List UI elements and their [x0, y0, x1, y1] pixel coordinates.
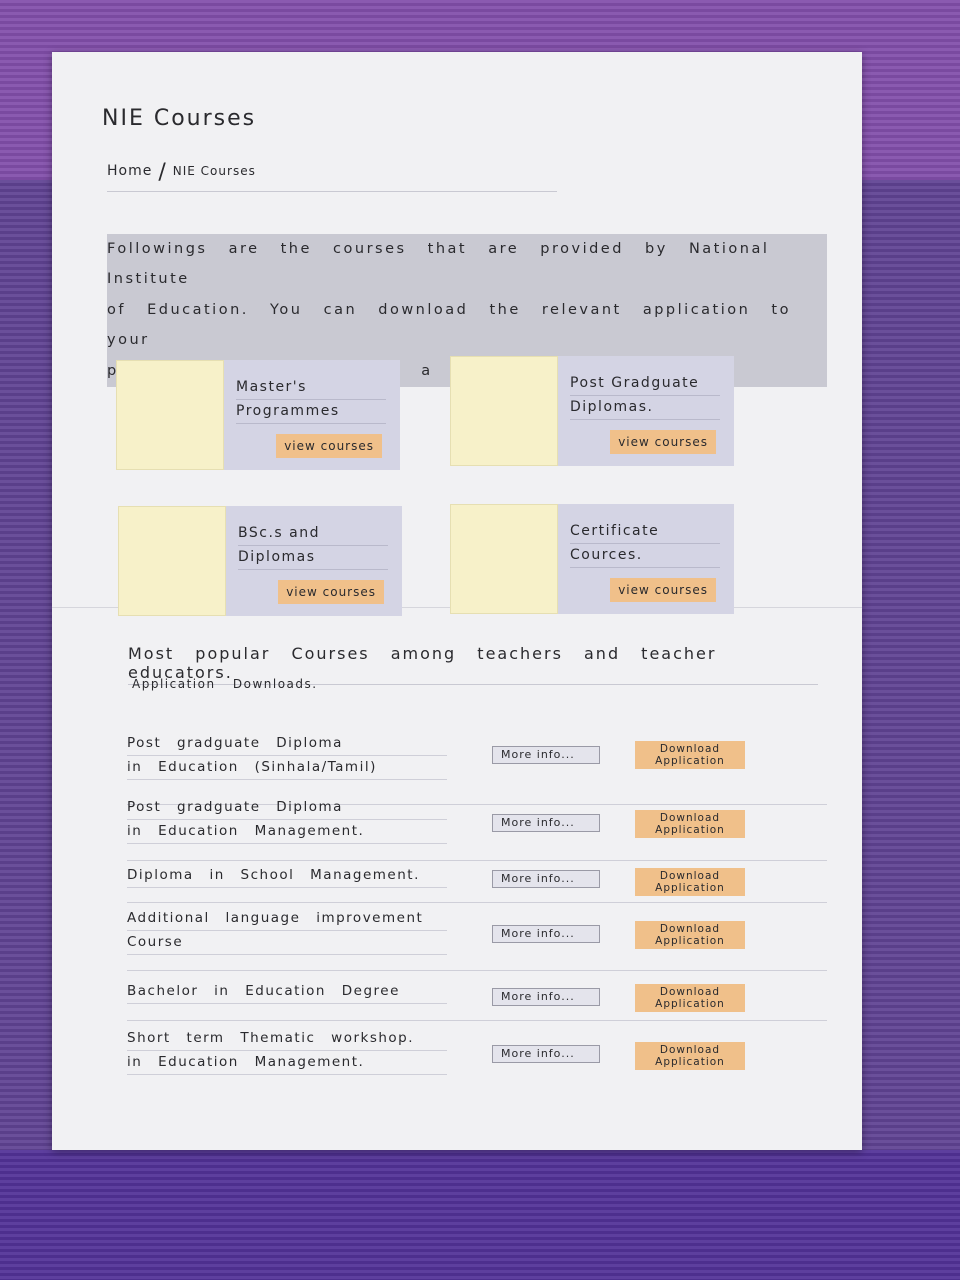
intro-line: of Education. You can download the relev…	[107, 295, 827, 356]
download-application-button[interactable]: Download Application	[635, 868, 745, 896]
view-courses-button[interactable]: view courses	[610, 430, 716, 454]
download-label-line: Download	[659, 743, 721, 755]
course-name-line: in Education Management.	[127, 1051, 447, 1075]
course-name: Diploma in School Management.	[127, 864, 447, 888]
intro-line: Followings are the courses that are prov…	[107, 234, 827, 295]
course-name-line: Additional language improvement	[127, 907, 447, 931]
popular-course-row: Diploma in School Management. More info.…	[127, 864, 827, 920]
more-info-button[interactable]: More info...	[492, 988, 600, 1006]
more-info-button[interactable]: More info...	[492, 870, 600, 888]
course-thumbnail	[450, 504, 558, 614]
category-label-line: Programmes	[236, 400, 386, 424]
course-thumbnail	[118, 506, 226, 616]
category-card-post-graduate-diplomas[interactable]: Post Gradguate Diplomas. view courses	[450, 356, 734, 466]
more-info-button[interactable]: More info...	[492, 925, 600, 943]
download-application-button[interactable]: Download Application	[635, 741, 745, 769]
course-name-line: in Education Management.	[127, 820, 447, 844]
download-label-line: Download	[659, 923, 721, 935]
breadcrumb-home-link[interactable]: Home	[107, 163, 153, 179]
view-courses-button[interactable]: view courses	[278, 580, 384, 604]
download-label-line: Application	[655, 935, 725, 947]
popular-courses-subheading: Application Downloads.	[132, 677, 318, 691]
more-info-button[interactable]: More info...	[492, 1045, 600, 1063]
download-label-line: Application	[655, 824, 725, 836]
category-label-line: Certificate	[570, 520, 720, 544]
download-label-line: Application	[655, 998, 725, 1010]
category-card-bsc-diplomas[interactable]: BSc.s and Diplomas view courses	[118, 506, 402, 616]
page-title: NIE Courses	[102, 106, 257, 131]
category-card-certificate-courses[interactable]: Certificate Cources. view courses	[450, 504, 734, 614]
download-label-line: Application	[655, 882, 725, 894]
download-label-line: Download	[659, 1044, 721, 1056]
category-label-line: Diplomas	[238, 546, 388, 570]
category-label-line: Cources.	[570, 544, 720, 568]
row-divider	[127, 1020, 827, 1021]
view-courses-button[interactable]: view courses	[276, 434, 382, 458]
course-name-line: Short term Thematic workshop.	[127, 1027, 447, 1051]
category-label-line: Master's	[236, 376, 386, 400]
course-thumbnail	[116, 360, 224, 470]
download-label-line: Download	[659, 870, 721, 882]
breadcrumb-separator: /	[158, 160, 167, 185]
category-card-masters[interactable]: Master's Programmes view courses	[116, 360, 400, 470]
row-divider	[127, 804, 827, 805]
popular-course-row: Bachelor in Education Degree More info..…	[127, 980, 827, 1036]
category-label: Master's Programmes	[236, 376, 386, 424]
download-label-line: Application	[655, 755, 725, 767]
breadcrumb: Home / NIE Courses	[107, 160, 557, 192]
more-info-button[interactable]: More info...	[492, 814, 600, 832]
download-application-button[interactable]: Download Application	[635, 921, 745, 949]
row-divider	[127, 860, 827, 861]
course-name-line: Bachelor in Education Degree	[127, 980, 447, 1004]
download-label-line: Application	[655, 1056, 725, 1068]
download-application-button[interactable]: Download Application	[635, 1042, 745, 1070]
course-name-line: in Education (Sinhala/Tamil)	[127, 756, 447, 780]
view-courses-button[interactable]: view courses	[610, 578, 716, 602]
course-name-line: Diploma in School Management.	[127, 864, 447, 888]
popular-course-row: Post gradguate Diploma in Education (Sin…	[127, 732, 827, 788]
category-label-line: BSc.s and	[238, 522, 388, 546]
popular-course-row: Post gradguate Diploma in Education Mana…	[127, 796, 827, 852]
category-label-line: Diplomas.	[570, 396, 720, 420]
row-divider	[127, 902, 827, 903]
course-name-line: Post gradguate Diploma	[127, 732, 447, 756]
paper-sheet: NIE Courses Home / NIE Courses Followings …	[52, 52, 862, 1150]
more-info-button[interactable]: More info...	[492, 746, 600, 764]
course-name-line: Post gradguate Diploma	[127, 796, 447, 820]
download-application-button[interactable]: Download Application	[635, 810, 745, 838]
popular-courses-heading: Most popular Courses among teachers and …	[128, 644, 818, 685]
category-label: Certificate Cources.	[570, 520, 720, 568]
course-name: Post gradguate Diploma in Education (Sin…	[127, 732, 447, 780]
course-name: Short term Thematic workshop. in Educati…	[127, 1027, 447, 1075]
category-label: Post Gradguate Diplomas.	[570, 372, 720, 420]
download-application-button[interactable]: Download Application	[635, 984, 745, 1012]
course-thumbnail	[450, 356, 558, 466]
course-name-line: Course	[127, 931, 447, 955]
category-label-line: Post Gradguate	[570, 372, 720, 396]
breadcrumb-current: NIE Courses	[172, 164, 256, 178]
download-label-line: Download	[659, 812, 721, 824]
popular-course-row: Additional language improvement Course M…	[127, 907, 827, 963]
row-divider	[127, 970, 827, 971]
course-name: Additional language improvement Course	[127, 907, 447, 955]
download-label-line: Download	[659, 986, 721, 998]
course-name: Post gradguate Diploma in Education Mana…	[127, 796, 447, 844]
course-name: Bachelor in Education Degree	[127, 980, 447, 1004]
popular-course-row: Short term Thematic workshop. in Educati…	[127, 1027, 827, 1083]
background-bottom-band	[0, 1150, 960, 1280]
category-label: BSc.s and Diplomas	[238, 522, 388, 570]
